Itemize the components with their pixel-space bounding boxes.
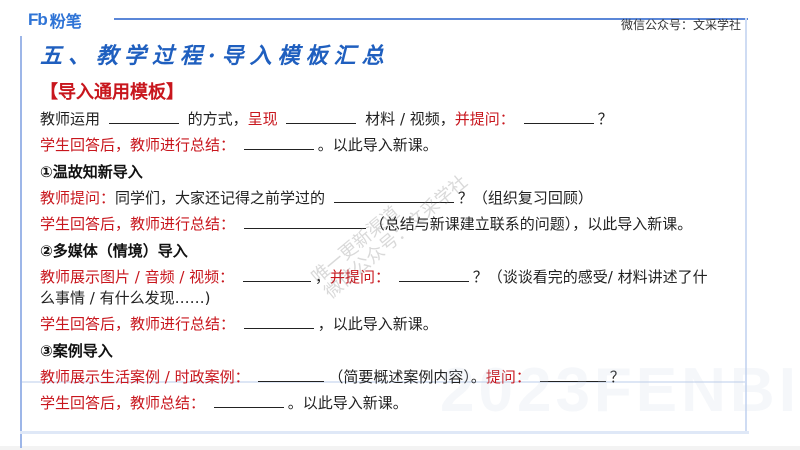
blank [243, 314, 314, 329]
general-line-1: 教师运用 的方式，呈现 材料 / 视频，并提问： ？ [40, 109, 613, 128]
fenbi-logo-text: 粉笔 [49, 12, 82, 31]
section-heading-1: ①温故知新导入 [40, 163, 143, 181]
section-2-line-1: 教师展示图片 / 音频 / 视频： ，并提问： ？（谈谈看完的感受/ 材料讲述了… [40, 267, 708, 286]
blank [539, 367, 606, 382]
frame-bottom-border [20, 431, 749, 434]
blank [213, 393, 284, 408]
section-3-line-1: 教师展示生活案例 / 时政案例： （简要概述案例内容）。提问： ？ [40, 367, 625, 386]
blank [523, 109, 594, 124]
fenbi-logo: Fb 粉笔 [28, 10, 82, 31]
section-subtitle: 【导入通用模板】 [40, 82, 184, 103]
section-heading-3: ③案例导入 [40, 342, 113, 360]
section-3-line-2: 学生回答后，教师总结： 。以此导入新课。 [40, 393, 408, 412]
blank [242, 267, 311, 282]
section-heading-2: ②多媒体（情境）导入 [40, 242, 188, 260]
wechat-account-label: 微信公众号：文采学社 [621, 18, 742, 32]
section-1-line-2: 学生回答后，教师进行总结： （总结与新课建立联系的问题），以此导入新课。 [40, 214, 693, 233]
blank [243, 135, 314, 150]
blank [398, 267, 469, 282]
blank [286, 109, 357, 124]
frame-right-border [745, 18, 747, 433]
general-line-2: 学生回答后，教师进行总结： 。以此导入新课。 [40, 135, 438, 154]
blank [108, 109, 179, 124]
section-2-line-1-cont: 么事情 / 有什么发现……) [40, 289, 211, 307]
page-title: 五、教学过程·导入模板汇总 [40, 43, 390, 69]
blank [333, 188, 454, 203]
blank [258, 367, 325, 382]
blank [243, 214, 366, 229]
section-1-line-1: 教师提问：同学们，大家还记得之前学过的 ？（组织复习回顾） [40, 188, 593, 207]
fenbi-logo-icon: Fb [28, 10, 48, 29]
frame-left-border [20, 36, 22, 448]
header-rule [114, 18, 748, 20]
section-2-line-2: 学生回答后，教师进行总结： ，以此导入新课。 [40, 314, 438, 333]
